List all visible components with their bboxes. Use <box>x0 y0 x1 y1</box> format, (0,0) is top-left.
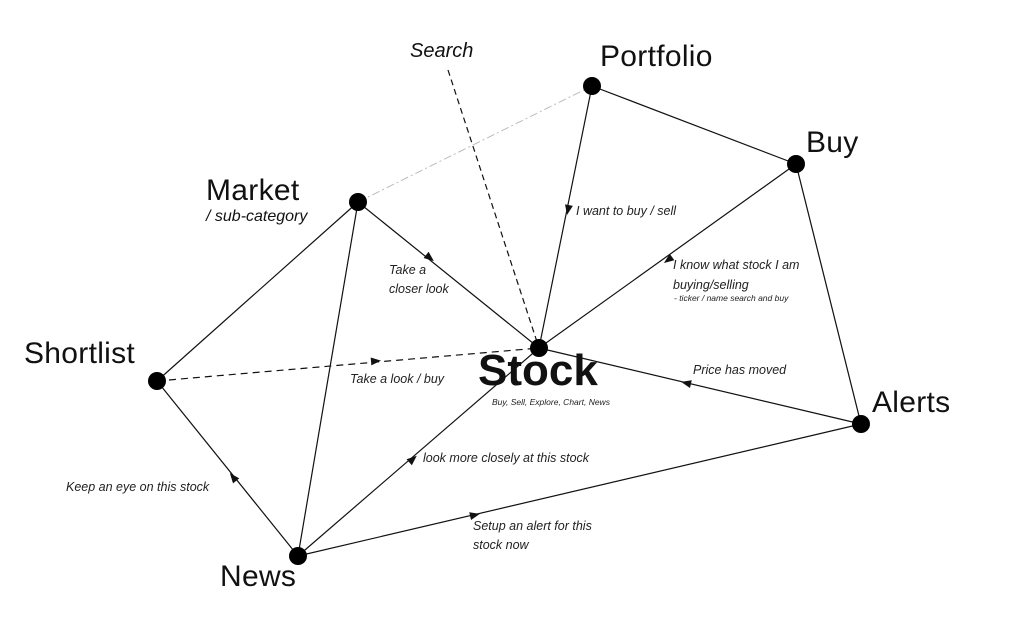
edge-label-buy-stock-2: buying/selling <box>673 278 749 292</box>
shortlist-label: Shortlist <box>24 337 136 370</box>
edge-label-alerts-stock: Price has moved <box>693 363 787 377</box>
edge-portfolio-stock <box>538 85 593 349</box>
edge-portfolio-buy <box>591 85 797 165</box>
node-shortlist[interactable] <box>148 372 166 390</box>
edge-buy-stock <box>538 163 797 349</box>
edge-label-news-alerts-2: stock now <box>473 538 529 552</box>
edge-market-shortlist <box>156 201 359 382</box>
arrow-icon <box>681 380 692 389</box>
edge-label-news-stock: look more closely at this stock <box>423 451 590 465</box>
edge-label-shortlist-stock: Take a look / buy <box>350 372 445 386</box>
edge-news-stock <box>297 347 540 557</box>
news-label: News <box>220 560 297 593</box>
edge-alerts-stock <box>538 347 862 425</box>
node-market[interactable] <box>349 193 367 211</box>
search-label: Search <box>410 40 474 62</box>
edge-market-news <box>297 201 359 557</box>
node-news[interactable] <box>289 547 307 565</box>
arrow-icon <box>663 253 675 263</box>
edge-label-market-stock-1: Take a <box>389 263 427 277</box>
edge-news-alerts <box>297 423 862 557</box>
edge-label-buy-stock-1: I know what stock I am <box>673 258 800 272</box>
edge-market-portfolio <box>357 85 593 203</box>
edge-shortlist-news <box>156 380 299 557</box>
node-stock[interactable] <box>530 339 548 357</box>
node-buy[interactable] <box>787 155 805 173</box>
arrow-icon <box>370 357 381 366</box>
node-portfolio[interactable] <box>583 77 601 95</box>
edge-buy-alerts <box>795 163 862 425</box>
stock-sublabel: Buy, Sell, Explore, Chart, News <box>492 397 610 407</box>
arrow-icon <box>229 473 240 484</box>
alerts-label: Alerts <box>872 386 951 419</box>
arrow-icon <box>406 455 417 466</box>
edge-search-stock <box>447 69 540 349</box>
edge-label-market-stock-2: closer look <box>389 282 449 296</box>
edge-label-news-alerts-1: Setup an alert for this <box>473 519 592 533</box>
arrow-icon <box>565 204 573 215</box>
edge-market-stock <box>357 201 540 349</box>
stock-label: Stock <box>478 346 598 395</box>
edge-label-portfolio-stock: I want to buy / sell <box>576 204 677 218</box>
arrow-icon <box>423 251 434 262</box>
market-sublabel: / sub-category <box>206 208 308 225</box>
edge-shortlist-stock <box>156 347 540 382</box>
edge-label-news-shortlist: Keep an eye on this stock <box>66 480 210 494</box>
portfolio-label: Portfolio <box>600 40 713 73</box>
node-alerts[interactable] <box>852 415 870 433</box>
market-label: Market <box>206 174 300 207</box>
buy-label: Buy <box>806 126 859 159</box>
edge-label-buy-stock-note: - ticker / name search and buy <box>674 293 789 303</box>
arrow-icon <box>469 512 480 521</box>
